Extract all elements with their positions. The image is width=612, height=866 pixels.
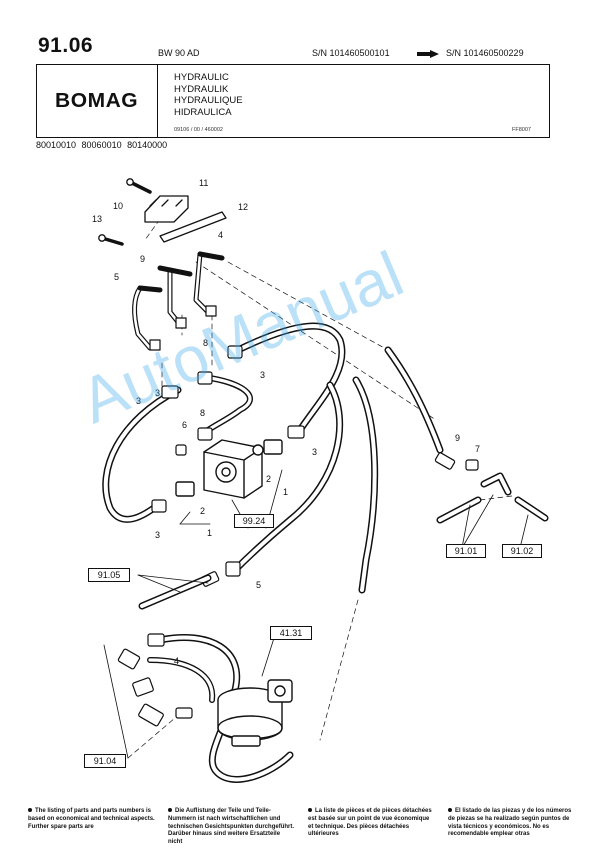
bullet-icon (168, 808, 172, 813)
flexible-hoses (102, 322, 444, 783)
callout-9: 9 (140, 254, 145, 264)
title-de: HYDRAULIK (174, 83, 229, 95)
callout-11: 11 (199, 178, 208, 188)
callout-2: 2 (266, 474, 271, 484)
connector-pipes (436, 472, 549, 524)
callout-4b: 4 (174, 656, 179, 666)
callout-8b: 8 (200, 408, 205, 418)
footnote-en: The listing of parts and parts numbers i… (28, 808, 155, 830)
callout-12: 12 (238, 202, 248, 212)
callout-2b: 2 (200, 506, 205, 516)
arrow-right-icon (417, 50, 439, 58)
hydraulic-pump (175, 439, 283, 499)
callout-5: 5 (114, 272, 119, 282)
straight-pipe (138, 574, 212, 610)
callout-3: 3 (260, 370, 265, 380)
callout-10: 10 (113, 201, 123, 211)
callout-5b: 5 (256, 580, 261, 590)
callout-7: 7 (475, 444, 480, 454)
model-label: BW 90 AD (158, 48, 200, 58)
document-reference: FF8007 (512, 127, 531, 133)
footnote-fr: La liste de pièces et de pièces détachée… (308, 808, 432, 838)
title-block (36, 64, 550, 138)
callout-8: 8 (203, 338, 208, 348)
bullet-icon (308, 808, 312, 813)
section-title: HYDRAULIC HYDRAULIK HYDRAULIQUE HIDRAULI… (174, 72, 243, 118)
callout-3e: 3 (155, 388, 160, 398)
mounting-bracket (98, 178, 227, 246)
callout-4: 4 (218, 230, 223, 240)
hydraulic-motor (217, 679, 293, 747)
title-fr: HYDRAULIQUE (174, 95, 243, 106)
ref-box-41-31[interactable]: 41.31 (270, 626, 312, 640)
callout-13: 13 (92, 214, 102, 224)
callout-3c: 3 (312, 447, 317, 457)
callout-9b: 9 (455, 433, 460, 443)
footnote-es: El listado de las piezas y de los número… (448, 808, 572, 838)
leader-lines (103, 469, 529, 759)
ref-box-91-05[interactable]: 91.05 (88, 568, 130, 582)
title-es: HIDRAULICA (174, 106, 232, 118)
serial-from: S/N 101460500101 (312, 48, 390, 58)
callout-6: 6 (182, 420, 187, 430)
fittings (117, 345, 479, 727)
part-codes: 80010010 80060010 80140000 (36, 140, 168, 150)
callout-3d: 3 (155, 530, 160, 540)
rigid-pipes (132, 251, 225, 351)
callout-labels: 11 10 12 13 4 9 5 8 3 3 6 8 2 1 3 2 1 3 … (92, 178, 480, 666)
bomag-logo: BOMAG (54, 89, 139, 112)
bullet-icon (28, 808, 32, 813)
ref-box-91-02[interactable]: 91.02 (502, 544, 542, 558)
guide-lines (127, 211, 513, 759)
ref-box-99-24[interactable]: 99.24 (234, 514, 274, 528)
bullet-icon (448, 808, 452, 813)
footnote-de: Die Auflistung der Teile und Teile-Numme… (168, 808, 295, 846)
document-code: 09106 / 00 / 460002 (174, 127, 223, 133)
callout-3b: 3 (136, 396, 141, 406)
serial-to: S/N 101460500229 (446, 48, 524, 58)
logo-cell: BOMAG (36, 64, 158, 138)
ref-box-91-04[interactable]: 91.04 (84, 754, 126, 768)
callout-1b: 1 (207, 528, 212, 538)
callout-1: 1 (283, 487, 288, 497)
page-number: 91.06 (38, 34, 94, 57)
title-en: HYDRAULIC (174, 72, 229, 83)
ref-box-91-01[interactable]: 91.01 (446, 544, 486, 558)
